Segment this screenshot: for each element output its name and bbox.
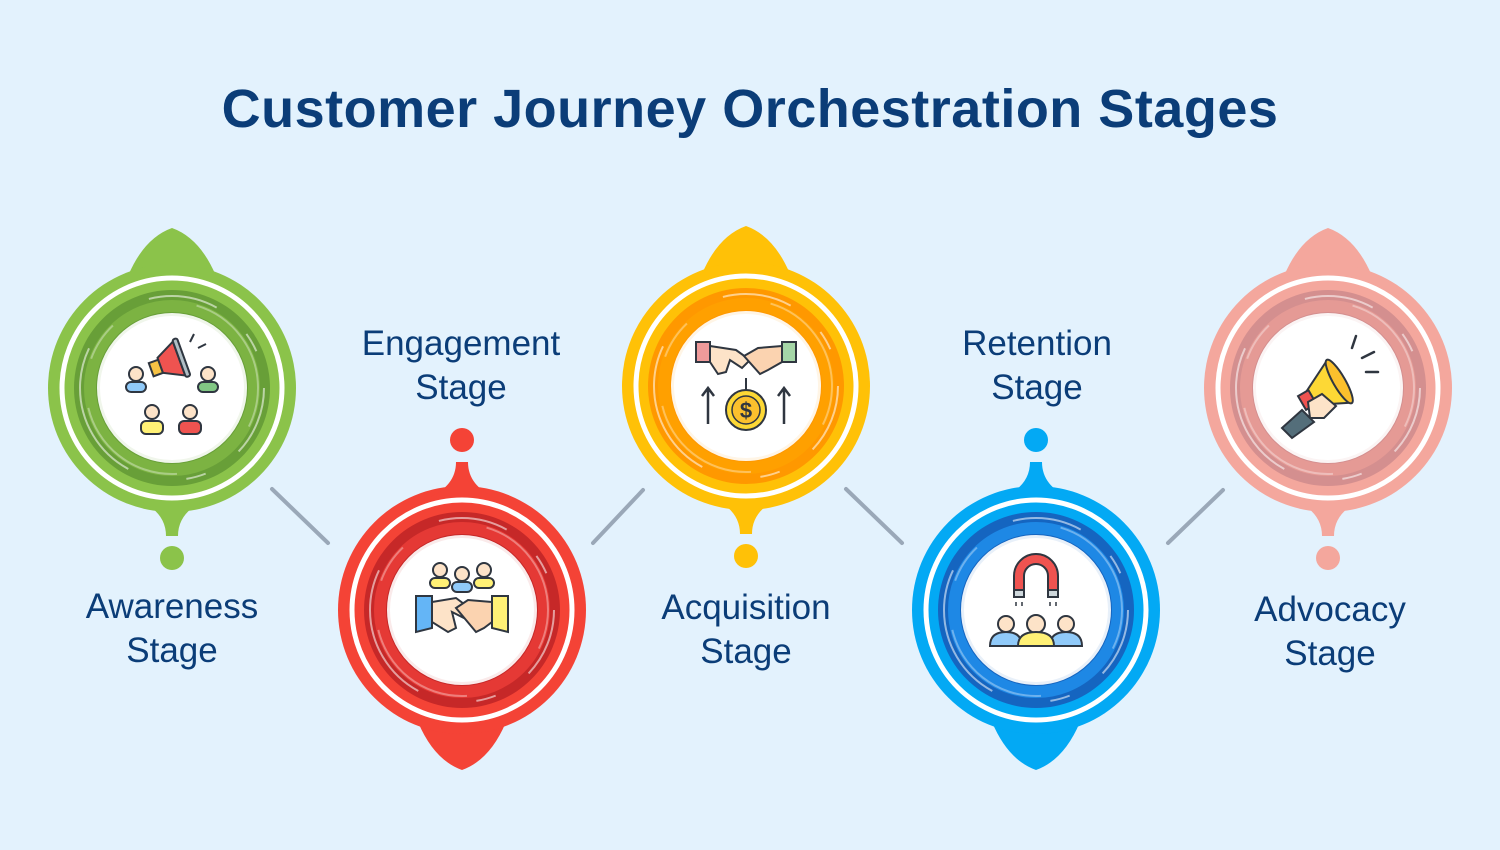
stage-label-line1: Advocacy (1254, 590, 1406, 629)
connector-4-5 (1166, 488, 1225, 545)
node-drop (1024, 428, 1048, 452)
node-top-nub (992, 722, 1080, 770)
node-ring-outer (633, 273, 859, 499)
stage-node-acquisition: $ (622, 226, 870, 568)
node-inner-band (374, 522, 550, 698)
stage-label-line1: Retention (962, 324, 1112, 363)
node-arc (85, 301, 259, 475)
node-arc (659, 299, 833, 473)
connector-1-2 (270, 487, 330, 545)
node-ring-outer (59, 275, 285, 501)
stage-node-engagement (338, 428, 586, 770)
node-drop (160, 546, 184, 570)
stage-label-retention: Retention Stage (887, 322, 1187, 410)
hand-megaphone-icon (1280, 334, 1380, 440)
node-ring-outer (1215, 275, 1441, 501)
stage-label-line1: Awareness (85, 587, 259, 626)
node-ring-outer (923, 497, 1149, 723)
node-arc (1241, 301, 1415, 475)
node-center-disc (97, 313, 247, 463)
svg-text:$: $ (740, 398, 752, 423)
node-drop (734, 544, 758, 568)
node-top-nub (1284, 228, 1372, 276)
node-arc (943, 517, 1129, 703)
stage-label-engagement: Engagement Stage (311, 322, 611, 410)
stage-label-line2: Stage (1284, 634, 1376, 673)
stage-label-line2: Stage (415, 368, 507, 407)
node-inner-band (658, 298, 834, 474)
node-drop (450, 428, 474, 452)
connector-3-4 (844, 487, 904, 545)
page-title: Customer Journey Orchestration Stages (221, 79, 1279, 139)
node-arc (375, 523, 549, 697)
stage-label-line1: Acquisition (661, 588, 831, 627)
stage-label-line2: Stage (126, 631, 218, 670)
magnet-people-icon (988, 553, 1084, 647)
stage-node-awareness (48, 228, 296, 570)
node-drop (1316, 546, 1340, 570)
stage-label-awareness: Awareness Stage (22, 585, 322, 673)
node-inner-band (84, 300, 260, 476)
node-arc (949, 523, 1123, 697)
node-top-nub (128, 228, 216, 276)
stage-label-acquisition: Acquisition Stage (596, 586, 896, 674)
stage-label-line2: Stage (700, 632, 792, 671)
node-top-nub (702, 226, 790, 274)
node-arc (79, 295, 265, 481)
stage-label-line1: Engagement (361, 324, 561, 363)
node-arc (653, 293, 839, 479)
connector-2-3 (591, 488, 645, 545)
stage-node-retention (912, 428, 1160, 770)
audience-megaphone-icon (125, 333, 219, 435)
node-tail (1294, 500, 1362, 536)
stage-node-advocacy (1204, 228, 1452, 570)
connectors (270, 487, 1225, 545)
node-top-nub (418, 722, 506, 770)
node-ring-outer (349, 497, 575, 723)
node-arc (1235, 295, 1421, 481)
stage-label-line2: Stage (991, 368, 1083, 407)
node-inner-band (948, 522, 1124, 698)
node-tail (138, 500, 206, 536)
stage-label-advocacy: Advocacy Stage (1180, 588, 1480, 676)
node-arc (369, 517, 555, 703)
deal-dollar-icon: $ (695, 341, 797, 431)
node-tail (428, 462, 496, 498)
node-tail (1002, 462, 1070, 498)
node-tail (712, 498, 780, 534)
team-handshake-icon (415, 562, 509, 634)
node-inner-band (1240, 300, 1416, 476)
